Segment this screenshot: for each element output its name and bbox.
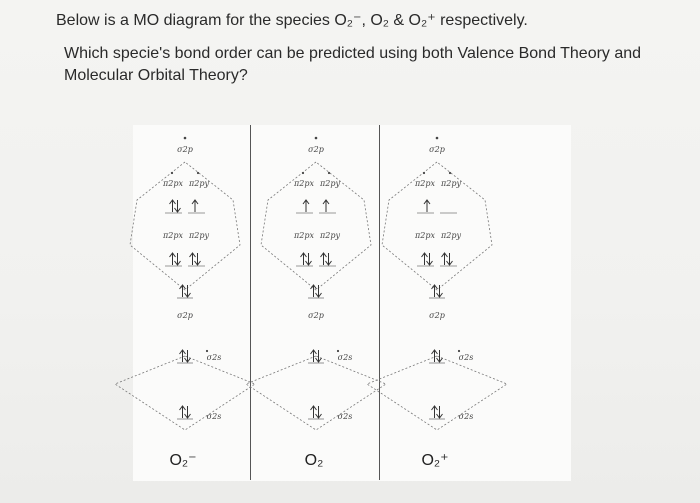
diagram-1-pi-star-x-dot (170, 171, 174, 175)
diagram-1-pi-y-electrons-down (194, 253, 201, 266)
diagram-2-sigma2p-star-label: σ2p (308, 145, 324, 154)
diagram-3-sigma2s-electrons-up (431, 405, 438, 418)
diagram-3-pi-star-x-dot (422, 171, 426, 175)
diagram-1-sigma2s-star-dot (205, 349, 209, 353)
diagram-2-sigma2s-electrons-up (310, 405, 317, 418)
diagram-3-sigma2p-star-label: σ2p (429, 145, 445, 154)
diagram-2-sigma2p-label: σ2p (308, 311, 324, 320)
diagram-3-sigma2s-electrons-down (436, 406, 443, 419)
mo-diagram-panel (133, 125, 571, 481)
diagram-2-sigma2p-electrons-up (310, 284, 317, 297)
diagram-3-pi2py-label: π2py (440, 231, 461, 240)
question-line-2: Molecular Orbital Theory? (64, 67, 248, 84)
diagram-3-pi-star-x-electrons-up (423, 199, 431, 212)
diagram-2-pi-star-y-dot (327, 171, 331, 175)
diagram-3-sigma2p-electrons-up (431, 284, 438, 297)
diagram-3-sigma2s-star-dot (457, 349, 461, 353)
diagram-1-sigma2p-star-dot (183, 136, 187, 140)
diagram-2-sigma2s-star-label: σ2s (338, 353, 353, 362)
diagram-1-sigma2s-star-electrons-up (179, 349, 186, 362)
question-line-1: Which specie's bond order can be predict… (64, 45, 642, 62)
diagram-3-pi-y-electrons-up (441, 252, 448, 265)
diagram-1-pi2py-label: π2py (188, 231, 209, 240)
diagram-2-pi-x-electrons-up (300, 252, 307, 265)
diagram-3-pi-star-y-dot (448, 171, 452, 175)
diagram-3-sigma2s-star-label: σ2s (459, 353, 474, 362)
diagram-divider-1 (250, 125, 251, 480)
diagram-1-sigma2p-electrons-up (179, 284, 186, 297)
diagram-3-sigma2p-electrons-down (436, 285, 443, 298)
diagram-2-sigma2s-star-dot (336, 349, 340, 353)
diagram-1-pi-star-x-electrons-down (174, 200, 181, 213)
diagram-1-sigma2p-electrons-down (184, 285, 191, 298)
diagram-3-sigma2s-label: σ2s (459, 412, 474, 421)
diagram-3-pi-y-electrons-down (446, 253, 453, 266)
diagram-1-pi-star-x-electrons-up (169, 199, 176, 212)
diagram-3-pi-x-electrons-up (421, 252, 428, 265)
question-prompt: Which specie's bond order can be predict… (64, 43, 664, 87)
diagram-1-pi-x-electrons-up (169, 252, 176, 265)
diagram-3-pi-x-electrons-down (426, 253, 433, 266)
diagram-2-pi2px-star-label: π2px (293, 179, 314, 188)
diagram-2-2s-outline (245, 355, 387, 431)
diagram-1-pi-y-electrons-up (189, 252, 196, 265)
diagram-2-sigma2s-star-electrons-up (310, 349, 317, 362)
diagram-2-sigma2s-label: σ2s (338, 412, 353, 421)
diagram-1-pi2px-label: π2px (162, 231, 183, 240)
diagram-3-2p-outline (381, 161, 493, 291)
diagram-2-pi2px-label: π2px (293, 231, 314, 240)
diagram-3-sigma2s-star-electrons-up (431, 349, 438, 362)
diagram-1-pi-star-y-electrons-up (191, 199, 199, 212)
diagram-3-pi2py-star-label: π2py (440, 179, 461, 188)
diagram-2-species-label: O₂ (305, 452, 324, 469)
diagram-1-sigma2s-label: σ2s (207, 412, 222, 421)
diagram-1-sigma2p-label: σ2p (177, 311, 193, 320)
diagram-1-sigma2s-electrons-up (179, 405, 186, 418)
diagram-2-pi-star-x-electrons-up (302, 199, 310, 212)
diagram-2-pi-star-y-electrons-up (322, 199, 330, 212)
diagram-1-pi2py-star-label: π2py (188, 179, 209, 188)
diagram-2-sigma2p-star-dot (314, 136, 318, 140)
diagram-3-species-label: O₂⁺ (421, 452, 448, 469)
diagram-3-pi2px-star-label: π2px (414, 179, 435, 188)
question-intro: Below is a MO diagram for the species O₂… (56, 10, 528, 30)
diagram-2-pi-y-electrons-down (325, 253, 332, 266)
diagram-1-pi-star-y-dot (196, 171, 200, 175)
diagram-1-sigma2p-star-label: σ2p (177, 145, 193, 154)
diagram-2-sigma2s-electrons-down (315, 406, 322, 419)
diagram-2-sigma2s-star-electrons-down (315, 350, 322, 363)
question-intro-text: Below is a MO diagram for the species O₂… (56, 12, 528, 29)
diagram-1-2p-outline (129, 161, 241, 291)
diagram-3-sigma2p-star-dot (435, 136, 439, 140)
diagram-2-sigma2p-electrons-down (315, 285, 322, 298)
diagram-2-pi2py-star-label: π2py (319, 179, 340, 188)
diagram-1-species-label: O₂⁻ (169, 452, 196, 469)
diagram-1-sigma2s-star-label: σ2s (207, 353, 222, 362)
diagram-3-pi2px-label: π2px (414, 231, 435, 240)
diagram-3-2s-outline (366, 355, 508, 431)
diagram-2-pi-x-electrons-down (305, 253, 312, 266)
diagram-1-pi2px-star-label: π2px (162, 179, 183, 188)
diagram-2-pi2py-label: π2py (319, 231, 340, 240)
diagram-2-2p-outline (260, 161, 372, 291)
diagram-3-sigma2p-label: σ2p (429, 311, 445, 320)
diagram-1-sigma2s-electrons-down (184, 406, 191, 419)
diagram-1-sigma2s-star-electrons-down (184, 350, 191, 363)
diagram-3-sigma2s-star-electrons-down (436, 350, 443, 363)
diagram-2-pi-y-electrons-up (320, 252, 327, 265)
diagram-1-pi-x-electrons-down (174, 253, 181, 266)
diagram-divider-2 (379, 125, 380, 480)
diagram-1-2s-outline (114, 355, 256, 431)
diagram-2-pi-star-x-dot (301, 171, 305, 175)
